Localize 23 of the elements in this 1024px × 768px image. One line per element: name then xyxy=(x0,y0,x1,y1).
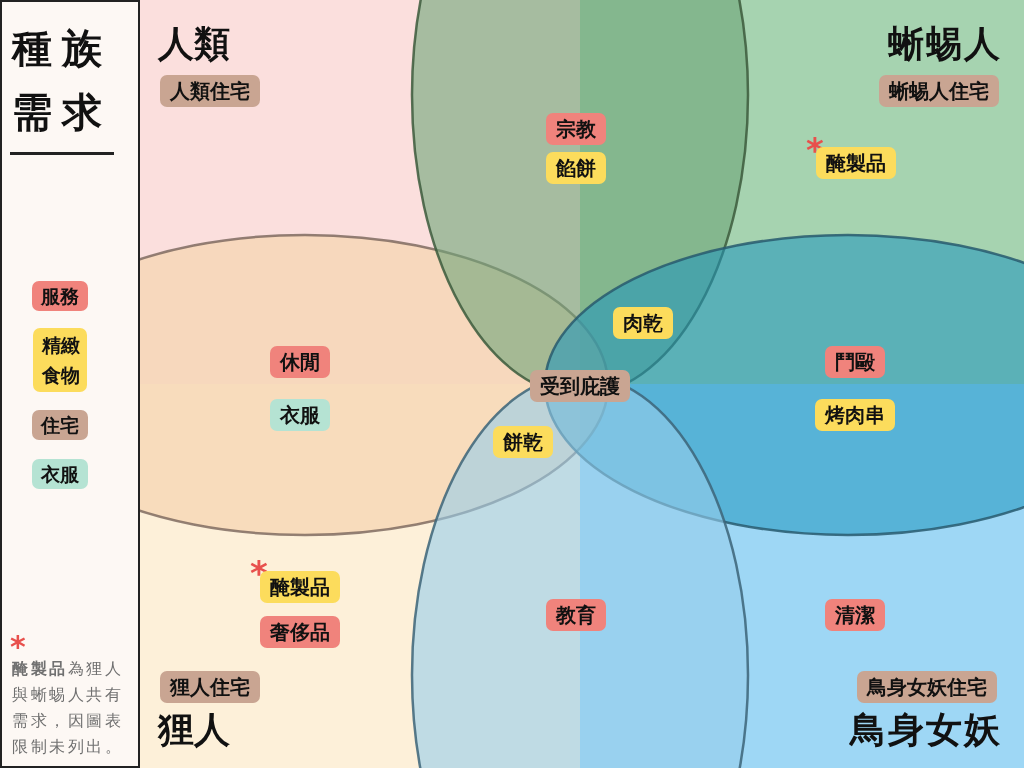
panel-title: 種族需求 xyxy=(12,24,113,137)
legend-swatch: 住宅 xyxy=(32,410,88,440)
need-tag: 清潔 xyxy=(825,599,885,631)
need-tag: 鳥身女妖住宅 xyxy=(857,671,997,703)
need-tag: 蜥蜴人住宅 xyxy=(879,75,999,107)
asterisk: * xyxy=(10,632,26,662)
need-tag: 餡餅 xyxy=(546,152,606,184)
need-tag: 奢侈品 xyxy=(260,616,340,648)
need-tag: 受到庇護 xyxy=(530,370,630,402)
need-tag: 宗教 xyxy=(546,113,606,145)
need-tag: 狸人住宅 xyxy=(160,671,260,703)
legend-swatch: 衣服 xyxy=(32,459,88,489)
need-tag: 醃製品 xyxy=(816,147,896,179)
need-tag: 教育 xyxy=(546,599,606,631)
need-tag: 人類住宅 xyxy=(160,75,260,107)
region-heading: 人類 xyxy=(158,24,230,64)
region-heading: 蜥蜴人 xyxy=(888,24,1002,64)
legend-panel xyxy=(0,0,140,768)
region-heading: 鳥身女妖 xyxy=(850,710,1002,750)
legend-swatch: 服務 xyxy=(32,281,88,311)
region-heading: 狸人 xyxy=(158,710,230,750)
footnote: 醃製品為狸人與蜥蜴人共有需求，因圖表限制未列出。 xyxy=(12,659,124,758)
legend-swatch: 精緻食物 xyxy=(33,328,87,392)
